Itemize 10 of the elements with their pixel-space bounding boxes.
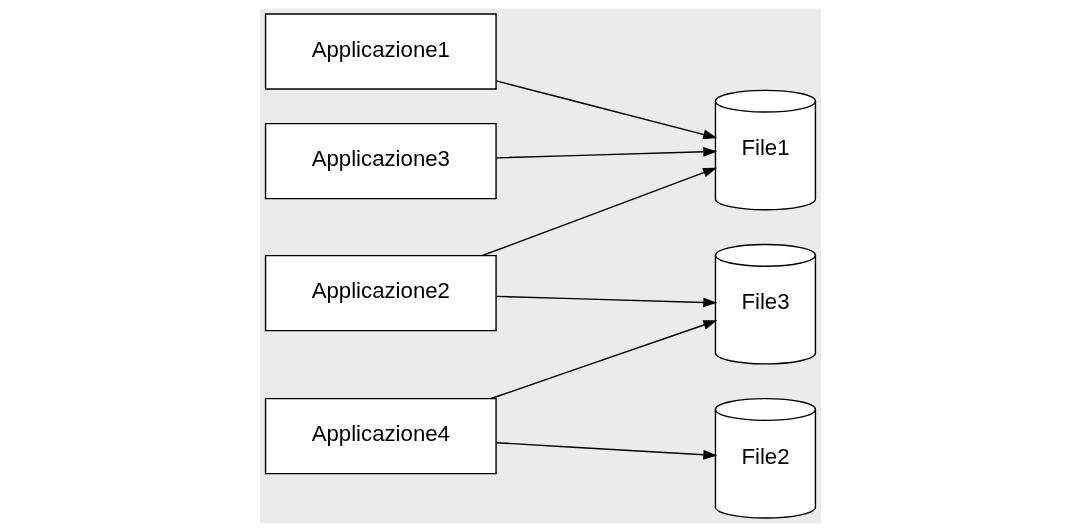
arrow bbox=[495, 146, 717, 159]
node-box: Applicazione1 bbox=[264, 13, 497, 90]
arrow bbox=[495, 80, 717, 140]
node-box: Applicazione2 bbox=[264, 254, 497, 332]
arrow bbox=[481, 167, 717, 257]
arrow bbox=[489, 320, 717, 400]
node-box: Applicazione4 bbox=[264, 397, 497, 475]
arrow bbox=[495, 442, 717, 460]
node-box: Applicazione3 bbox=[264, 122, 497, 200]
arrow bbox=[495, 295, 717, 308]
